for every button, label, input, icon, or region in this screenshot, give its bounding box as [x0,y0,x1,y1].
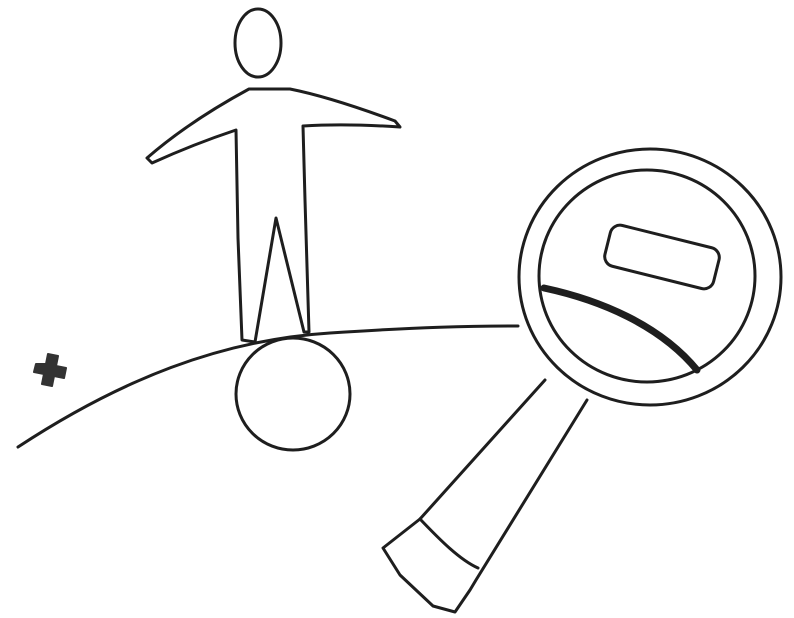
magnifying-glass-icon [383,149,781,612]
figure-body [147,89,400,342]
plus-mark-icon [34,354,66,386]
figure-head [235,9,281,77]
ball [236,338,350,450]
stick-figure [147,9,400,342]
